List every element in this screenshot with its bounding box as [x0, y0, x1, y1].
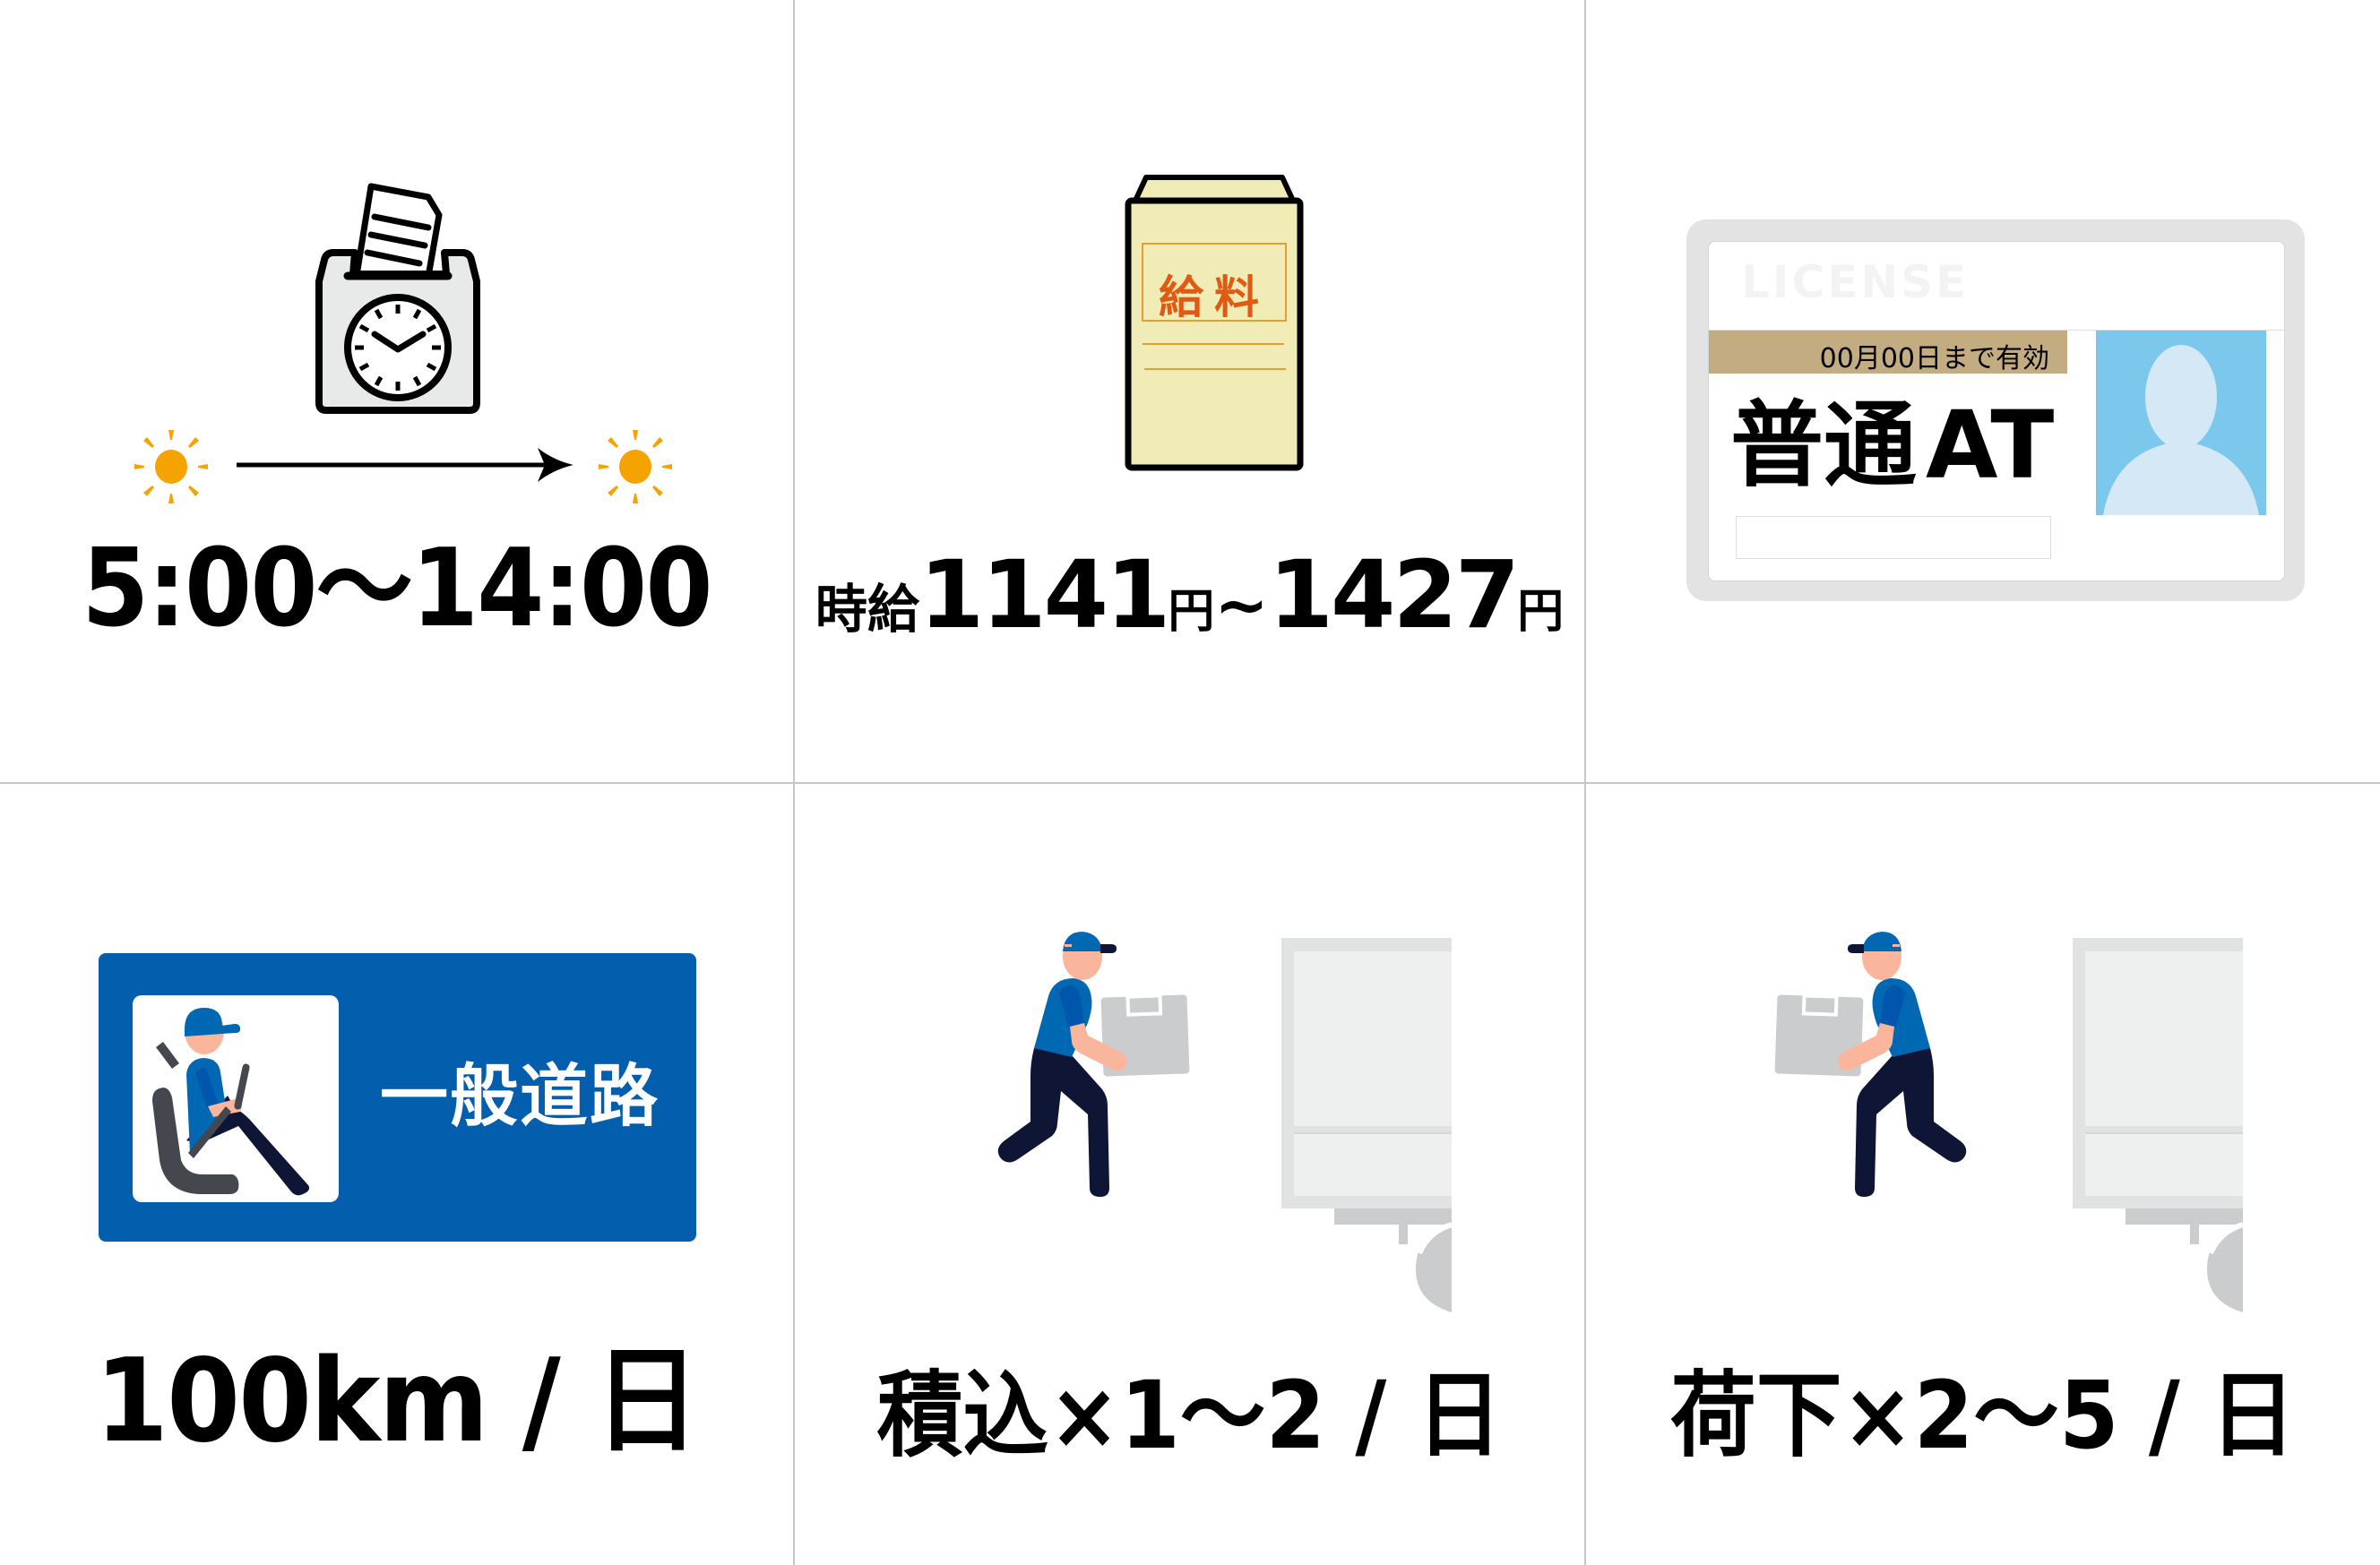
- loading-text: 積込×1〜2 / 日: [826, 1357, 1553, 1474]
- unloading-action: 荷下: [1670, 1361, 1842, 1470]
- worker-unloading-icon: [1774, 932, 1967, 1197]
- cell-loading: 積込×1〜2 / 日: [795, 784, 1584, 1565]
- wage-max: 1427: [1268, 540, 1520, 649]
- cell-license: LICENSE 00月00日まで有効 普通AT: [1586, 0, 2380, 782]
- seated-driver-icon: [152, 1008, 310, 1196]
- loading-range: 1〜2: [1120, 1361, 1326, 1470]
- envelope-label: 給料: [1159, 271, 1270, 323]
- truck-rear-icon: [2073, 938, 2243, 1312]
- drivers-license-icon: LICENSE 00月00日まで有効 普通AT: [1686, 219, 2305, 601]
- license-class: 普通: [1730, 391, 1918, 500]
- license-transmission: AT: [1926, 391, 2055, 500]
- times-symbol: ×: [1048, 1361, 1121, 1470]
- unloading-text: 荷下×2〜5 / 日: [1617, 1357, 2348, 1474]
- cell-hourly-wage: 給料 時給1141円~1427円: [795, 0, 1584, 782]
- per-day: / 日: [1325, 1361, 1503, 1470]
- driver-pictogram: [133, 995, 339, 1202]
- wage-separator: ~: [1214, 567, 1269, 642]
- loading-action: 積込: [876, 1361, 1049, 1470]
- cell-daily-distance: 一般道路 100km / 日: [0, 784, 793, 1565]
- sun-icon: [134, 430, 208, 503]
- per-day: / 日: [2118, 1361, 2296, 1470]
- hourly-wage-text: 時給1141円~1427円: [795, 541, 1584, 666]
- license-blank-field: [1736, 516, 2051, 559]
- road-sign-label: 一般道路: [380, 1056, 660, 1136]
- wage-unit: 円: [1168, 585, 1215, 639]
- daily-distance-text: 100km / 日: [94, 1335, 700, 1468]
- arrow-right-icon: [237, 448, 573, 482]
- license-header: LICENSE: [1741, 256, 1970, 308]
- salary-envelope-icon: [1125, 175, 1304, 471]
- unloading-range: 2〜5: [1913, 1361, 2119, 1470]
- worker-loading-icon: [997, 932, 1190, 1197]
- road-sign-icon: 一般道路: [99, 953, 696, 1242]
- wage-min: 1141: [918, 540, 1170, 649]
- license-type-text: 普通AT: [1730, 396, 2054, 494]
- sun-icon: [599, 430, 672, 503]
- wage-prefix: 時給: [815, 579, 919, 640]
- grid-divider-horizontal: [0, 782, 2380, 784]
- times-symbol: ×: [1841, 1361, 1914, 1470]
- wage-unit: 円: [1517, 585, 1565, 639]
- license-divider: [1709, 330, 2284, 331]
- license-card-face: LICENSE 00月00日まで有効 普通AT: [1708, 241, 2285, 581]
- id-photo: [2096, 331, 2266, 515]
- time-clock-icon: [315, 183, 480, 414]
- work-hours-text: 5:00〜14:00: [82, 527, 712, 651]
- cell-unloading: 荷下×2〜5 / 日: [1586, 784, 2380, 1565]
- truck-rear-icon: [1281, 938, 1452, 1312]
- cell-work-hours: 5:00〜14:00: [0, 0, 793, 782]
- validity-bar: 00月00日まで有効: [1709, 331, 2067, 374]
- validity-text: 00月00日まで有効: [1819, 343, 2049, 374]
- person-silhouette-icon: [2103, 345, 2259, 515]
